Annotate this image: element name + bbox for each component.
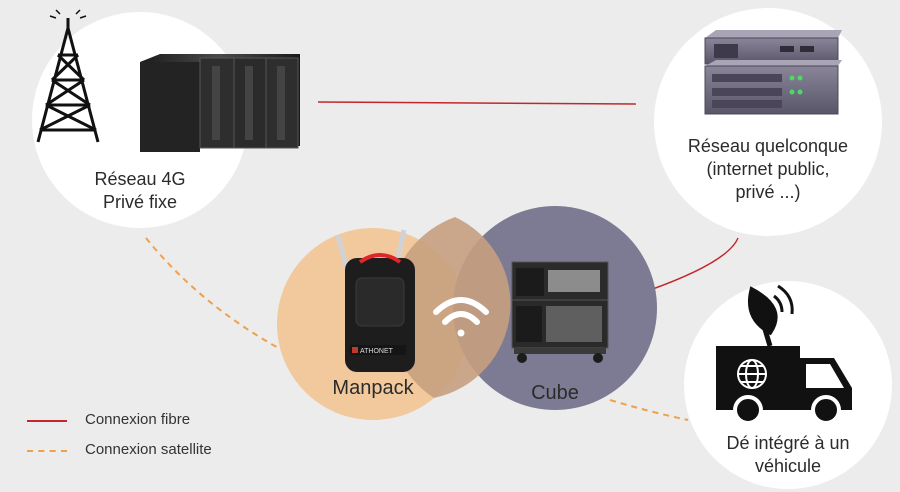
network-server-icon: [704, 30, 842, 115]
fixed-4g-label: Réseau 4G Privé fixe: [60, 168, 220, 214]
legend-satellite-label: Connexion satellite: [85, 441, 212, 458]
any-network-label: Réseau quelconque (internet public, priv…: [668, 135, 868, 204]
cell-tower-icon: [36, 9, 100, 143]
any-network-label-line3: privé ...): [735, 182, 801, 202]
manpack-label: Manpack: [332, 377, 414, 399]
cube-label: Cube: [531, 382, 579, 404]
venn-overlap: [388, 217, 511, 398]
any-network-label-line1: Réseau quelconque: [687, 136, 849, 156]
satellite-link-cube-vehicle: [609, 399, 689, 421]
legend-satellite-swatch: [27, 450, 67, 452]
satellite-link-4g-manpack: [145, 237, 283, 351]
fixed-4g-label-line1: Réseau 4G: [94, 169, 186, 189]
backpack-icon: [335, 229, 415, 372]
fiber-link-4g-network: [317, 101, 637, 105]
any-network-label-line2: (internet public,: [706, 159, 830, 179]
server-rack-icon: [140, 54, 300, 152]
vehicle-label-line1: Dé intégré à un: [726, 433, 850, 453]
fiber-link-network-cube: [649, 237, 739, 291]
satellite-dish-icon: [748, 284, 794, 347]
fixed-4g-label-line2: Privé fixe: [102, 192, 178, 212]
vehicle-label: Dé intégré à un véhicule: [698, 432, 878, 478]
manpack-brand-text: ATHONET: [360, 348, 394, 355]
vehicle-label-line2: véhicule: [754, 456, 822, 476]
legend-fiber-label: Connexion fibre: [85, 411, 191, 428]
globe-icon: [737, 359, 767, 389]
mobile-rack-icon: [511, 261, 609, 363]
legend-fiber-swatch: [27, 420, 67, 422]
wifi-icon: [433, 297, 489, 337]
